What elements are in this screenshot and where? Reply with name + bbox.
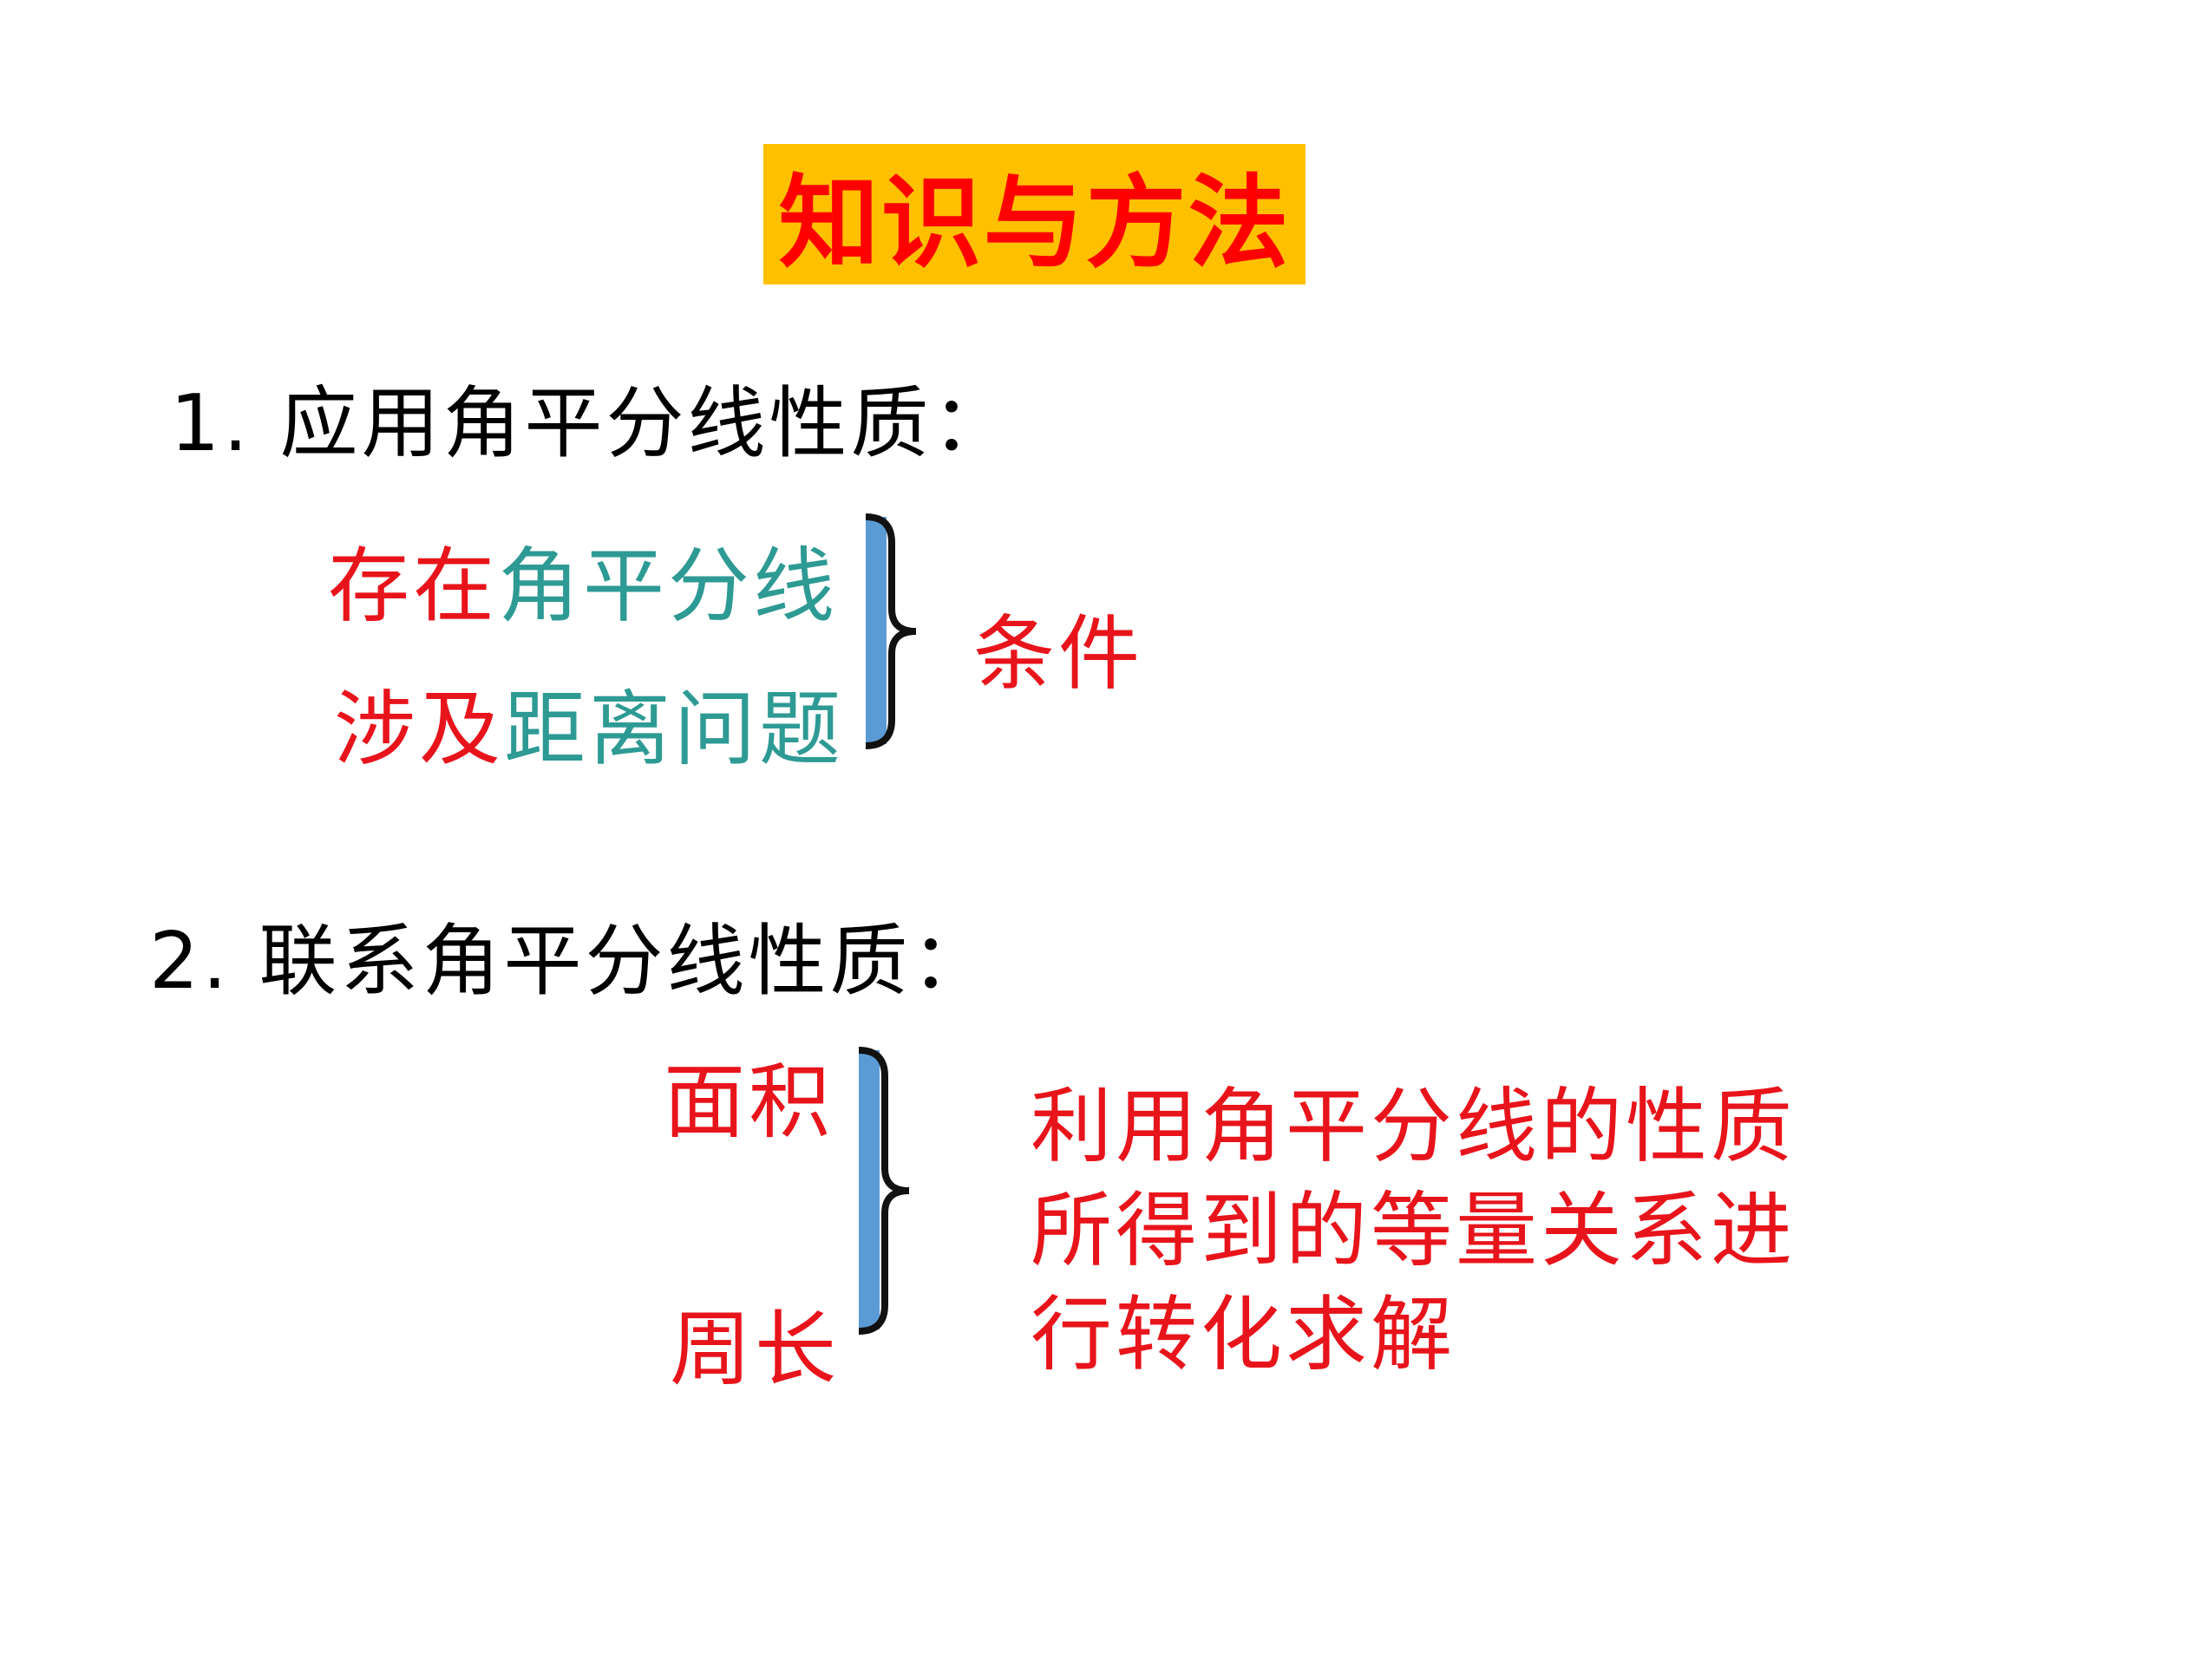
section2-heading: 2. 联系角平分线性质： <box>149 898 992 1010</box>
brace-1 <box>865 513 917 749</box>
page-title: 知识与方法 <box>778 165 1291 282</box>
perimeter-item: 周长 <box>670 1303 841 1397</box>
area-item: 面积 <box>664 1055 834 1150</box>
section1-title: 应用角平分线性质： <box>279 378 1014 469</box>
section1-line1: 存在角平分线 <box>328 520 838 638</box>
condition-label: 条件 <box>973 607 1144 702</box>
line1-red-text: 存在 <box>328 539 499 634</box>
section1-heading: 1. 应用角平分线性质： <box>170 360 1013 473</box>
section2-number: 2. <box>149 916 231 1007</box>
explanation-block: 利用角平分线的性质 所得到的等量关系进 行转化求解 <box>1031 1075 1796 1388</box>
brace-1-fill <box>866 517 887 744</box>
explanation-line-1: 利用角平分线的性质 <box>1031 1080 1796 1174</box>
brace-1-stroke <box>865 513 917 749</box>
brace-2 <box>858 1047 910 1335</box>
explanation-line-2: 所得到的等量关系进 <box>1031 1184 1796 1278</box>
brace-2-fill <box>859 1050 880 1329</box>
line2-teal-text: 距离问题 <box>504 683 845 777</box>
explanation-line-3: 行转化求解 <box>1031 1288 1456 1382</box>
title-box: 知识与方法 <box>763 144 1306 284</box>
section1-line2: 涉及距离问题 <box>334 663 844 781</box>
brace-2-stroke <box>858 1047 910 1335</box>
section2-title: 联系角平分线性质： <box>259 916 993 1007</box>
section1-number: 1. <box>170 378 252 469</box>
line1-teal-text: 角平分线 <box>498 539 839 634</box>
line2-red-text: 涉及 <box>334 683 505 777</box>
